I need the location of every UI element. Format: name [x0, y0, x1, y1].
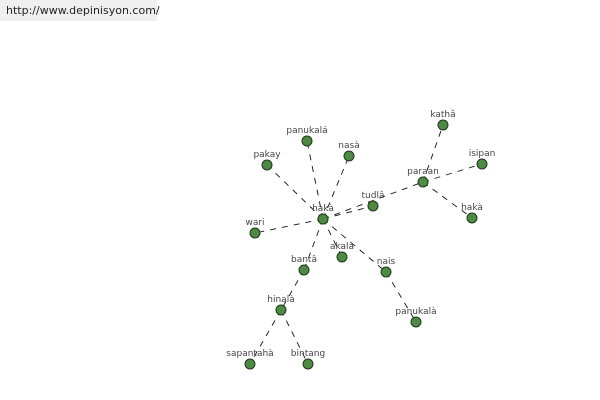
edge [306, 140, 324, 220]
node[interactable]: tudlâ [362, 191, 385, 212]
node-circle[interactable] [275, 304, 287, 316]
node-label: bantâ [291, 255, 317, 265]
node[interactable]: isipan [469, 149, 496, 170]
node-circle[interactable] [343, 150, 355, 162]
node[interactable]: kathâ [430, 110, 456, 131]
node-label: bintang [291, 349, 325, 359]
node-circle[interactable] [437, 119, 449, 131]
node-circle[interactable] [249, 227, 261, 239]
node-label: kathâ [430, 110, 455, 120]
node[interactable]: hakà [312, 204, 334, 225]
node-label: panukalà [395, 307, 436, 317]
node-label: akalà [330, 242, 354, 252]
edge [280, 309, 309, 365]
node-circle[interactable] [476, 158, 488, 170]
node[interactable]: hinalà [267, 295, 295, 316]
node-label: wari [245, 218, 264, 228]
node[interactable]: hakà [461, 203, 483, 224]
node-circle[interactable] [244, 358, 256, 370]
node-circle[interactable] [336, 251, 348, 263]
node-label: tudlâ [362, 191, 385, 201]
edge [254, 218, 324, 234]
node-circle[interactable] [261, 159, 273, 171]
node-label: panukalá [286, 126, 327, 136]
node-circle[interactable] [410, 316, 422, 328]
edge [385, 271, 417, 323]
node-circle[interactable] [367, 200, 379, 212]
node-label: sapantahà [226, 349, 273, 359]
node-circle[interactable] [301, 135, 313, 147]
edge [422, 124, 444, 183]
node-circle[interactable] [417, 176, 429, 188]
node-label: paraan [407, 167, 439, 177]
node-circle[interactable] [302, 358, 314, 370]
edge [280, 269, 305, 311]
edge [266, 164, 324, 220]
node-label: isipan [469, 149, 496, 159]
node[interactable]: pakay [253, 150, 281, 171]
node[interactable]: akalà [330, 242, 354, 263]
url-label[interactable]: http://www.depinisyon.com/ [0, 0, 160, 21]
node-circle[interactable] [466, 212, 478, 224]
node-circle[interactable] [380, 266, 392, 278]
node[interactable]: wari [245, 218, 265, 239]
edge [249, 309, 282, 365]
node-circle[interactable] [317, 213, 329, 225]
edge [322, 218, 387, 273]
edge [303, 218, 324, 271]
node-label: pakay [253, 150, 281, 160]
node[interactable]: sapantahà [226, 349, 274, 370]
edge [422, 181, 473, 219]
node[interactable]: bantâ [291, 255, 317, 276]
node-label: hinalà [267, 295, 294, 305]
node-circle[interactable] [298, 264, 310, 276]
node[interactable]: paraan [407, 167, 439, 188]
node[interactable]: nais [377, 257, 396, 278]
node-label: hakà [461, 203, 483, 213]
edge [422, 163, 483, 183]
node-label: nais [377, 257, 396, 267]
node-label: hakà [312, 204, 334, 214]
node[interactable]: panukalà [395, 307, 437, 328]
edge [322, 205, 374, 220]
node[interactable]: nasà [338, 141, 360, 162]
node[interactable]: panukalá [286, 126, 328, 147]
node-label: nasà [338, 141, 359, 151]
node[interactable]: bintang [291, 349, 325, 370]
